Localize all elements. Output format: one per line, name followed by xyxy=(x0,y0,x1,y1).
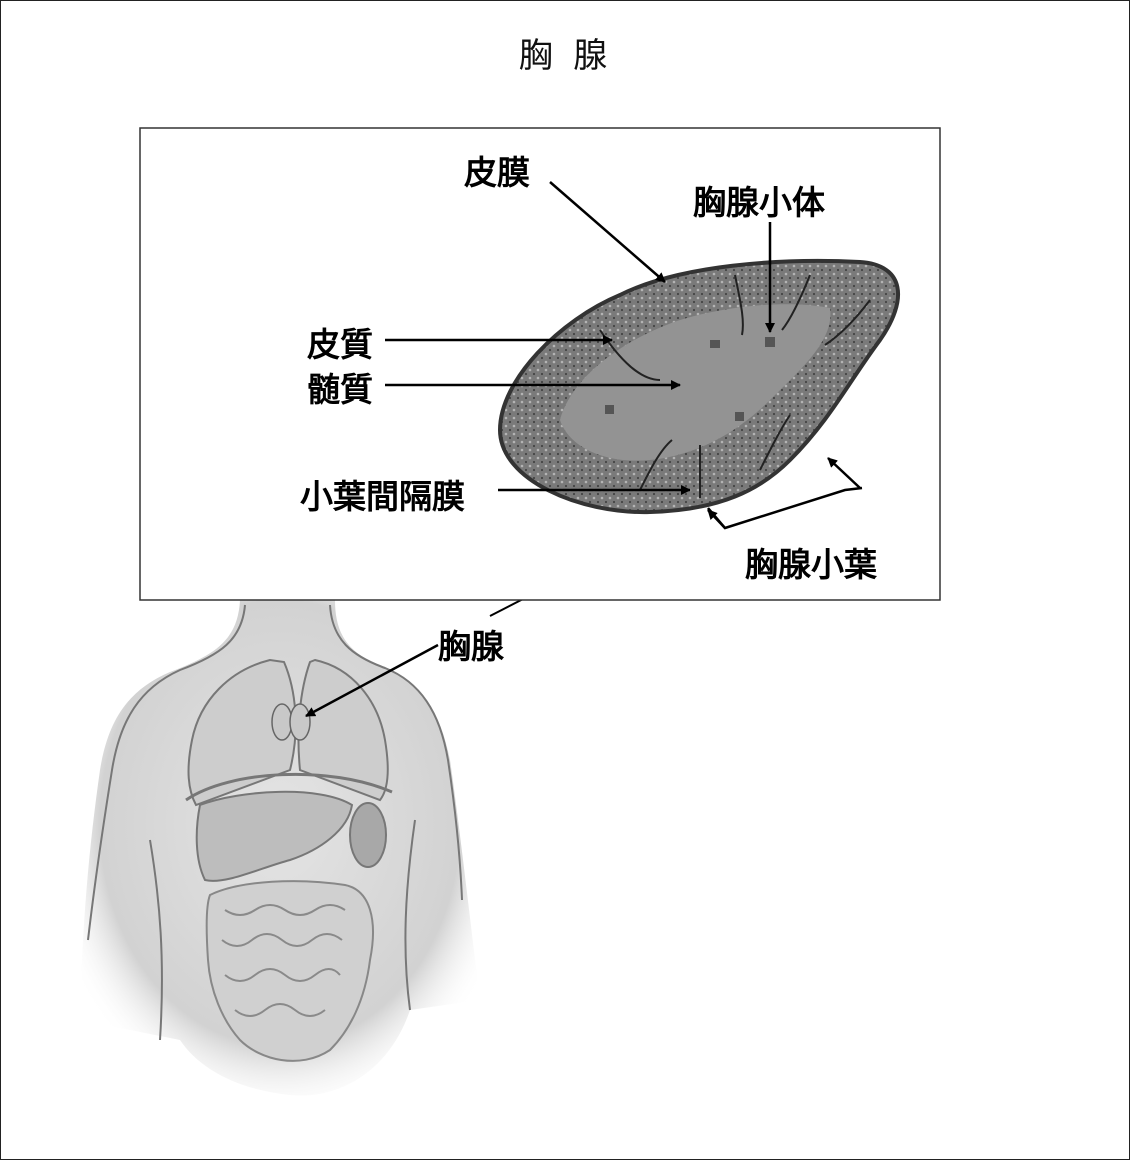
torso-illustration xyxy=(80,600,480,1096)
label-medulla: 髄質 xyxy=(307,363,373,411)
label-capsule: 皮膜 xyxy=(464,146,530,194)
corpuscle-1 xyxy=(710,340,720,348)
label-lobule: 胸腺小葉 xyxy=(745,538,877,586)
label-septum: 小葉間隔膜 xyxy=(300,470,465,518)
stomach xyxy=(350,803,386,867)
corpuscle-4 xyxy=(735,412,744,421)
corpuscle-3 xyxy=(605,405,614,414)
label-thymus: 胸腺 xyxy=(438,620,504,668)
corpuscle-2 xyxy=(765,337,775,347)
label-cortex: 皮質 xyxy=(307,318,373,366)
label-corpuscle: 胸腺小体 xyxy=(693,176,825,224)
